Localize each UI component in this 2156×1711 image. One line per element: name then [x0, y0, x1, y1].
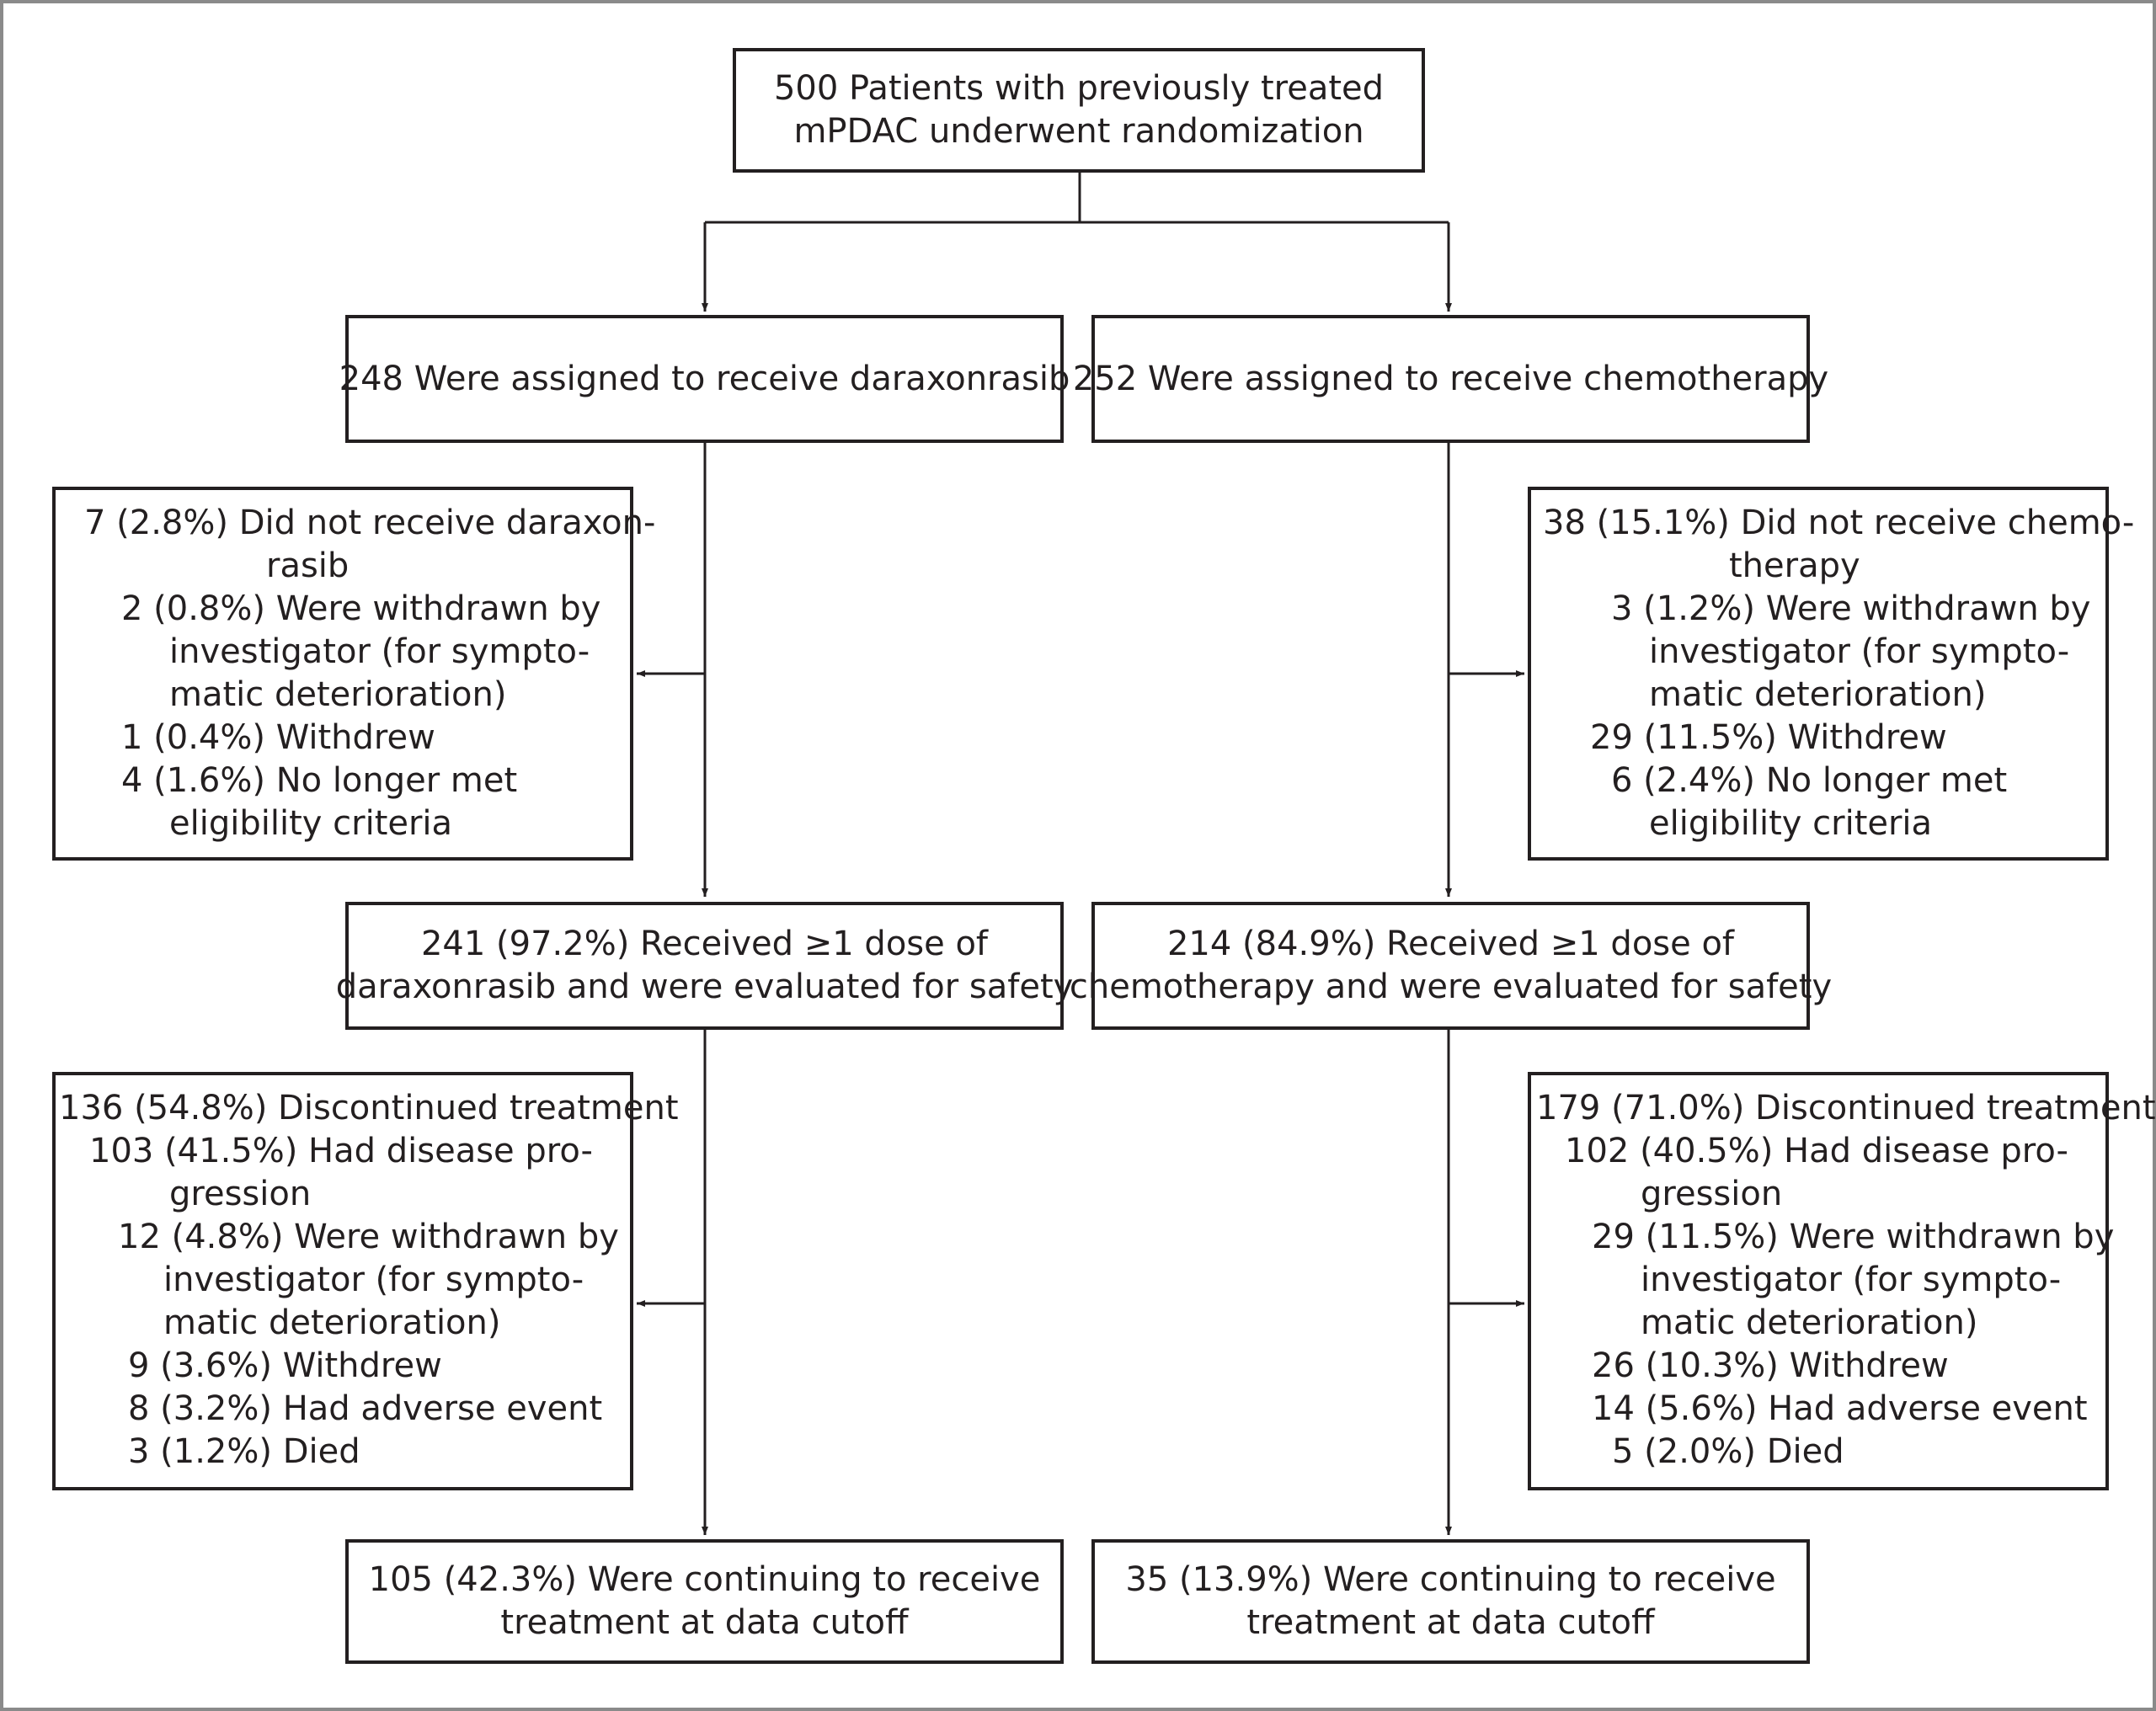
randomization-line-1: 500 Patients with previously treated: [773, 69, 1385, 108]
left-excluded-line: 2 (0.8%) Were withdrawn by: [121, 589, 601, 628]
left-discontinued-line: investigator (for sympto-: [163, 1261, 584, 1299]
right-discontinued-line: investigator (for sympto-: [1641, 1261, 2062, 1299]
right-continuing-box: 35 (13.9%) Were continuing to receive tr…: [1091, 1539, 1810, 1664]
right-excluded-line: 29 (11.5%) Withdrew: [1590, 718, 1947, 757]
left-discontinued-line: 9 (3.6%) Withdrew: [128, 1346, 442, 1385]
left-discontinued-line: matic deterioration): [163, 1303, 501, 1342]
left-excluded-line: eligibility criteria: [169, 804, 453, 843]
left-discontinued-line: 103 (41.5%) Had disease pro-: [89, 1132, 593, 1170]
right-discontinued-line: gression: [1641, 1175, 1783, 1213]
left-safety-box: 241 (97.2%) Received ≥1 dose of daraxonr…: [336, 902, 1073, 1030]
left-excluded-line: investigator (for sympto-: [169, 632, 590, 671]
right-continuing-line-1: 35 (13.9%) Were continuing to receive: [1125, 1560, 1776, 1599]
right-excluded-line: therapy: [1729, 546, 1860, 585]
left-assigned-box: 248 Were assigned to receive daraxonrasi…: [339, 315, 1070, 443]
left-discontinued-line: 8 (3.2%) Had adverse event: [128, 1389, 603, 1428]
left-discontinued-line: gression: [169, 1175, 312, 1213]
right-discontinued-line: 179 (71.0%) Discontinued treatment: [1536, 1089, 2156, 1127]
left-discontinued-box: 136 (54.8%) Discontinued treatment 103 (…: [52, 1072, 679, 1490]
right-assigned-box: 252 Were assigned to receive chemotherap…: [1073, 315, 1828, 443]
left-excluded-line: 1 (0.4%) Withdrew: [121, 718, 435, 757]
right-safety-box: 214 (84.9%) Received ≥1 dose of chemothe…: [1070, 902, 1832, 1030]
left-safety-line-2: daraxonrasib and were evaluated for safe…: [335, 967, 1074, 1006]
right-discontinued-line: 29 (11.5%) Were withdrawn by: [1592, 1218, 2115, 1256]
right-discontinued-line: matic deterioration): [1641, 1303, 1978, 1342]
right-excluded-line: eligibility criteria: [1649, 804, 1933, 843]
right-discontinued-line: 5 (2.0%) Died: [1612, 1432, 1844, 1471]
left-safety-line-1: 241 (97.2%) Received ≥1 dose of: [420, 925, 989, 963]
right-excluded-box: 38 (15.1%) Did not receive chemo- therap…: [1528, 487, 2134, 861]
left-excluded-line: matic deterioration): [169, 675, 507, 714]
left-excluded-line: 4 (1.6%) No longer met: [121, 761, 518, 800]
left-excluded-box: 7 (2.8%) Did not receive daraxon- rasib …: [52, 487, 655, 861]
right-assigned-text: 252 Were assigned to receive chemotherap…: [1072, 359, 1829, 398]
right-excluded-line: matic deterioration): [1649, 675, 1987, 714]
left-discontinued-line: 12 (4.8%) Were withdrawn by: [118, 1218, 619, 1256]
right-excluded-line: 6 (2.4%) No longer met: [1611, 761, 2008, 800]
left-continuing-box: 105 (42.3%) Were continuing to receive t…: [345, 1539, 1064, 1664]
randomization-line-2: mPDAC underwent randomization: [793, 112, 1364, 151]
right-discontinued-line: 26 (10.3%) Withdrew: [1592, 1346, 1949, 1385]
right-excluded-line: 3 (1.2%) Were withdrawn by: [1611, 589, 2091, 628]
left-discontinued-line: 136 (54.8%) Discontinued treatment: [59, 1089, 679, 1127]
left-assigned-text: 248 Were assigned to receive daraxonrasi…: [339, 359, 1070, 398]
right-excluded-line: investigator (for sympto-: [1649, 632, 2070, 671]
left-excluded-line: rasib: [266, 546, 350, 585]
left-continuing-line-2: treatment at data cutoff: [500, 1603, 909, 1642]
randomization-box: 500 Patients with previously treated mPD…: [733, 48, 1425, 173]
right-discontinued-line: 102 (40.5%) Had disease pro-: [1565, 1132, 2068, 1170]
right-excluded-line: 38 (15.1%) Did not receive chemo-: [1543, 504, 2135, 542]
left-excluded-line: 7 (2.8%) Did not receive daraxon-: [84, 504, 656, 542]
left-continuing-line-1: 105 (42.3%) Were continuing to receive: [368, 1560, 1041, 1599]
left-discontinued-line: 3 (1.2%) Died: [128, 1432, 360, 1471]
right-safety-line-1: 214 (84.9%) Received ≥1 dose of: [1166, 925, 1735, 963]
right-discontinued-box: 179 (71.0%) Discontinued treatment 102 (…: [1528, 1072, 2156, 1490]
right-discontinued-line: 14 (5.6%) Had adverse event: [1592, 1389, 2088, 1428]
right-continuing-line-2: treatment at data cutoff: [1246, 1603, 1655, 1642]
right-safety-line-2: chemotherapy and were evaluated for safe…: [1069, 967, 1833, 1006]
